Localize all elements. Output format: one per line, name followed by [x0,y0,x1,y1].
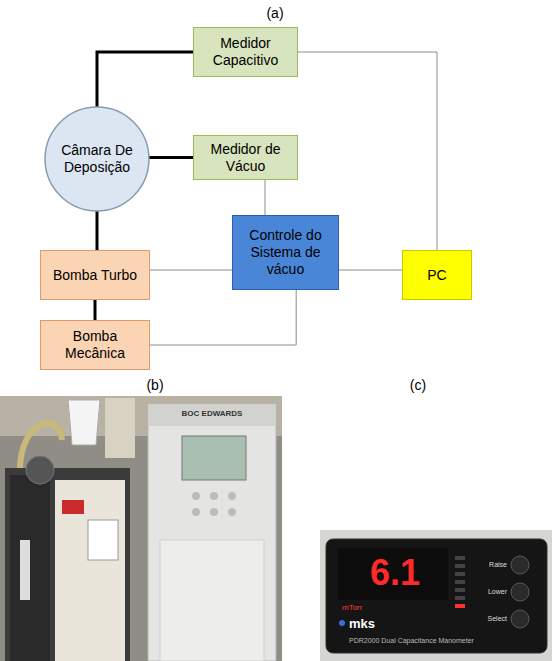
node-label: Bomba Turbo [53,267,137,284]
signal-line [150,290,296,345]
status-led [455,572,465,576]
sensor-box: Medidor de Vácuo [193,135,298,180]
photo-background [320,530,552,661]
node-label: Medidor de Vácuo [200,141,291,175]
unit-text: mTorr [342,604,362,613]
node-content: Controle do Sistema de vácuo [233,216,338,289]
node-label: PC [427,267,446,284]
digit-window [338,548,448,600]
pump-box: Bomba Turbo [40,250,150,300]
model-text: PDR2000 Dual Capacitance Manometer [349,637,474,645]
vacuum-line [94,300,97,320]
status-led [455,580,465,584]
sensor-box: Medidor Capacitivo [193,27,298,77]
controller-button [228,508,236,516]
node-label: Medidor Capacitivo [200,35,291,69]
lab-clutter [105,398,135,458]
circle-shape [45,107,149,211]
pressure-reading: 6.1 [370,553,420,593]
pump-plate [88,520,118,560]
panel-letter: (c) [410,378,426,393]
brand-text: mks [349,617,375,631]
brand-text: BOC EDWARDS [182,410,243,419]
status-led [455,588,465,592]
node-content: PC [403,251,471,299]
controller-display [182,436,246,480]
signal-line [150,270,232,271]
pump-logo [62,500,84,514]
vacuum-line [150,156,193,159]
vacuum-line [96,212,99,250]
manometer-panel [326,539,547,653]
status-led [455,596,465,600]
controller-button [210,492,218,500]
node-label: Bomba Mecânica [47,328,143,362]
controller-button [228,492,236,500]
brand-dot [339,620,345,626]
pump-inlet [26,456,54,484]
status-led [455,564,465,568]
controller-box: Controle do Sistema de vácuo [232,215,339,290]
vacuum-line [97,52,193,106]
pump-front [55,480,125,661]
node-content: Bomba Turbo [41,251,149,299]
pump-body [5,468,130,661]
node-content: Medidor de Vácuo [194,136,297,179]
button-label: Select [488,615,507,623]
panel-button [511,610,529,628]
signal-line [339,270,402,271]
panel-button [511,583,529,601]
controller-cabinet [148,404,276,661]
status-led [455,604,465,608]
pump-side [10,475,50,661]
button-label: Raise [489,561,507,569]
controller-button [210,508,218,516]
photo-background [0,396,282,661]
controller-button [192,508,200,516]
node-content: Câmara De Deposição [44,106,150,212]
controller-top [148,404,276,426]
pump-box: Bomba Mecânica [40,320,150,370]
node-label: Controle do Sistema de vácuo [239,227,332,277]
panel-button [511,556,529,574]
node-content: Medidor Capacitivo [194,28,297,76]
status-led [455,556,465,560]
node-label: Câmara De Deposição [58,142,136,176]
deposition-chamber: Câmara De Deposição [44,106,150,212]
computer-box: PC [402,250,472,300]
controller-lower-panel [160,540,264,661]
signal-line [265,180,266,215]
panel-letter: (a) [266,6,283,21]
panel-letter: (b) [146,378,163,393]
pump-sight-glass [20,540,30,600]
node-content: Bomba Mecânica [41,321,149,369]
button-label: Lower [488,588,507,596]
oil-cup [68,400,100,445]
controller-button [192,492,200,500]
